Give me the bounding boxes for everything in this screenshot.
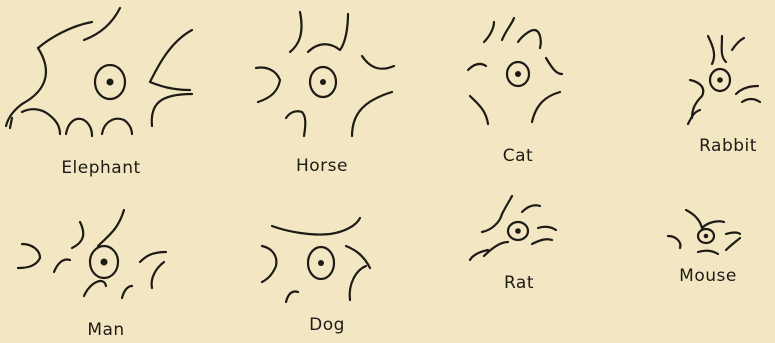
rabbit-label: Rabbit [699, 136, 757, 156]
rat-cell-drawing [470, 196, 556, 260]
man-cell-drawing [18, 210, 166, 298]
horse-cell-drawing [256, 12, 394, 136]
elephant-cell-drawing [6, 8, 192, 136]
horse-label: Horse [296, 156, 348, 176]
dog-cell-drawing [262, 218, 370, 302]
cat-cell-drawing [468, 18, 562, 124]
mouse-cell-drawing [668, 210, 740, 254]
elephant-label: Elephant [61, 158, 140, 178]
cat-label: Cat [503, 146, 533, 166]
mouse-label: Mouse [679, 266, 737, 286]
rabbit-cell-drawing [688, 36, 760, 124]
rat-label: Rat [504, 273, 534, 293]
man-label: Man [87, 320, 124, 340]
dog-label: Dog [309, 315, 345, 335]
